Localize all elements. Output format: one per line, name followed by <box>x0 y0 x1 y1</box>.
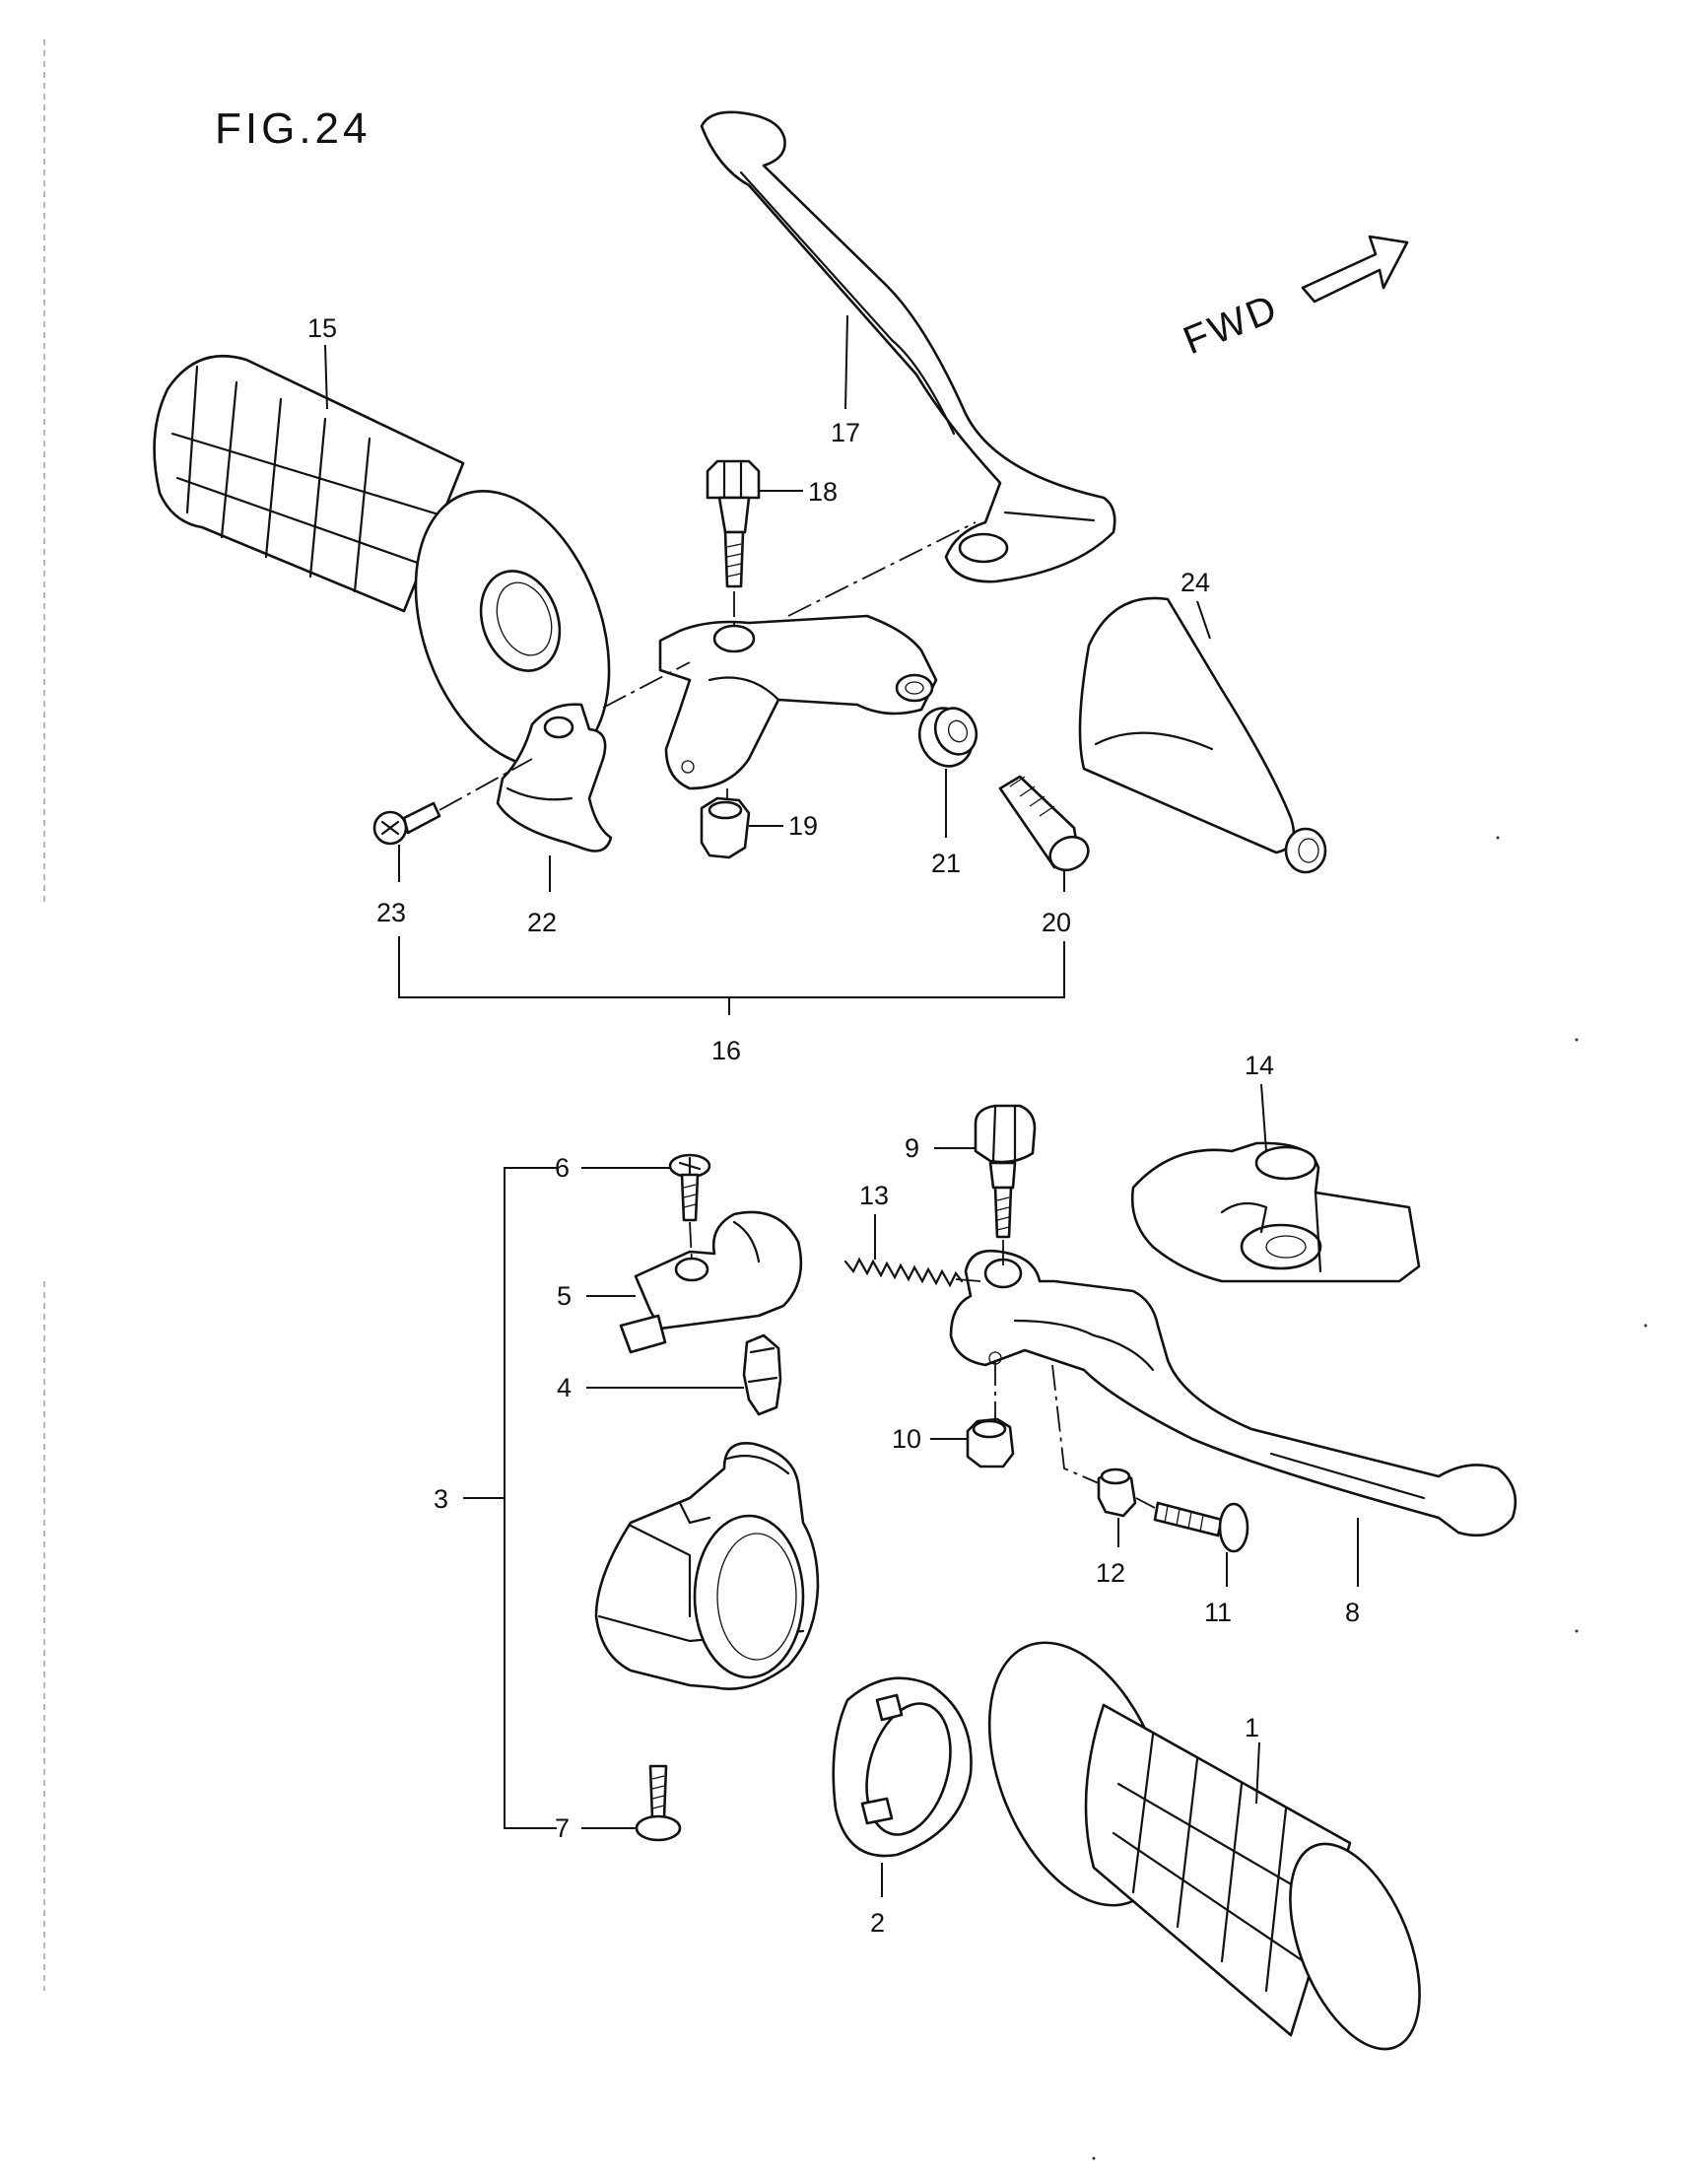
scan-speck <box>1496 836 1500 840</box>
part-17-brake-lever <box>700 110 1116 583</box>
fwd-arrow-icon <box>1301 235 1409 304</box>
callout-19: 19 <box>788 811 818 841</box>
scan-speck <box>1092 2156 1096 2160</box>
part-11-pivot-bolt <box>1153 1501 1249 1553</box>
callout-9: 9 <box>905 1133 919 1163</box>
callout-21: 21 <box>931 849 961 878</box>
callout-22: 22 <box>527 908 557 937</box>
scan-speck <box>1575 1038 1579 1042</box>
callout-11: 11 <box>1204 1598 1232 1627</box>
figure-title: FIG.24 <box>215 104 371 153</box>
callout-1: 1 <box>1245 1713 1259 1742</box>
fwd-label: FWD <box>1178 286 1285 363</box>
callout-12: 12 <box>1096 1558 1125 1588</box>
part-23-screw <box>372 801 441 846</box>
callout-20: 20 <box>1042 908 1071 937</box>
callout-10: 10 <box>892 1424 921 1454</box>
assembly-line <box>602 661 691 709</box>
callout-13: 13 <box>859 1181 889 1210</box>
callout-14: 14 <box>1245 1051 1274 1080</box>
assembly-line <box>689 1221 693 1263</box>
scan-speck <box>1575 1629 1579 1633</box>
part-13-spring <box>843 1257 964 1288</box>
callout-17: 17 <box>831 418 860 447</box>
part-22-clamp <box>496 703 613 853</box>
part-19-nut <box>700 796 751 859</box>
part-21-adjuster-nut <box>917 707 978 768</box>
callout-18: 18 <box>808 477 838 507</box>
part-10-nut <box>966 1417 1015 1468</box>
bracket-16 <box>398 936 1065 998</box>
part-5-clamp-top <box>619 1210 803 1354</box>
callout-23: 23 <box>376 898 406 927</box>
callout-16: 16 <box>711 1036 741 1065</box>
part-8-clutch-lever <box>949 1249 1517 1537</box>
callout-7: 7 <box>555 1813 570 1843</box>
part-14-lever-cover <box>1130 1141 1421 1283</box>
part-9-bolt <box>974 1104 1037 1239</box>
callout-2: 2 <box>870 1908 885 1938</box>
assembly-line <box>1051 1364 1100 1484</box>
part-24-lever-cover <box>1078 596 1327 874</box>
assembly-line <box>438 758 533 811</box>
forward-direction-indicator: FWD <box>1178 235 1409 363</box>
part-3-switch-housing <box>594 1441 820 1690</box>
part-2-throttle-collar <box>832 1676 973 1858</box>
callout-5: 5 <box>557 1281 572 1311</box>
bracket-3 <box>504 1167 557 1829</box>
part-6-screw <box>668 1153 711 1222</box>
assembly-line <box>1135 1497 1156 1509</box>
assembly-line <box>955 1278 981 1282</box>
part-12-small-nut <box>1097 1467 1137 1518</box>
part-4-clip <box>742 1333 782 1416</box>
part-7-screw <box>635 1764 682 1842</box>
part-20-adjuster-bolt <box>998 775 1090 872</box>
part-16-lever-holder <box>658 614 938 790</box>
callout-8: 8 <box>1345 1598 1360 1627</box>
callout-3: 3 <box>434 1484 448 1514</box>
part-18-bolt <box>706 459 761 588</box>
part-1-right-grip <box>987 1641 1421 2051</box>
part-15-left-grip <box>153 355 611 768</box>
scan-speck <box>1644 1324 1648 1328</box>
assembly-line <box>787 521 977 617</box>
callout-24: 24 <box>1180 568 1210 597</box>
callout-6: 6 <box>555 1153 570 1183</box>
callout-4: 4 <box>557 1373 572 1402</box>
callout-15: 15 <box>307 313 337 343</box>
